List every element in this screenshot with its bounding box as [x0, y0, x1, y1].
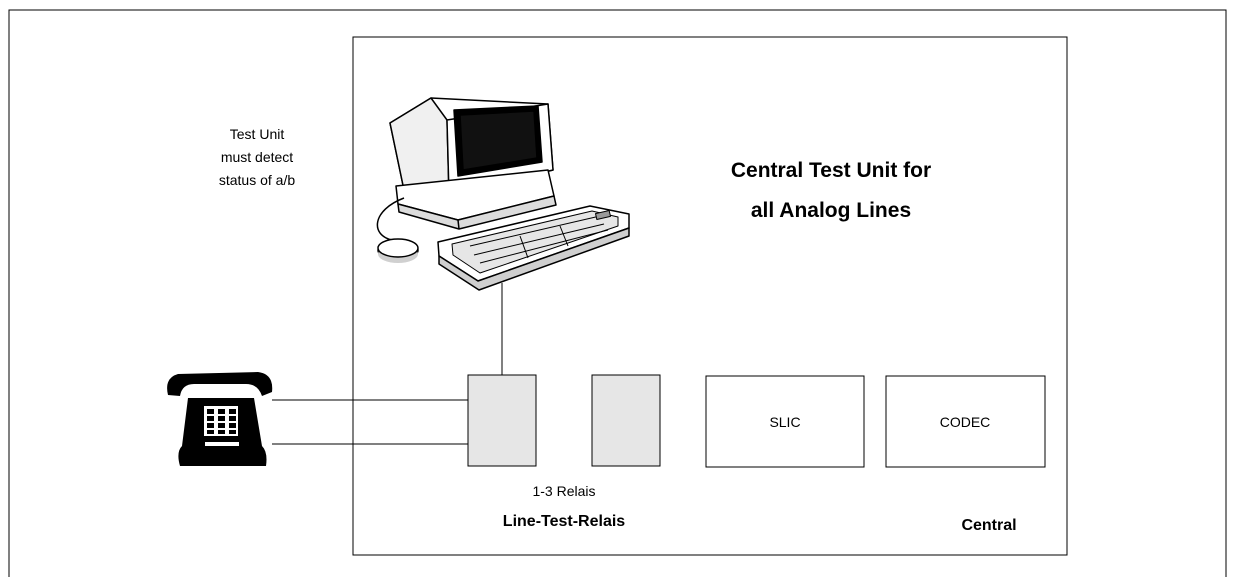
codec-label: CODEC: [940, 414, 991, 430]
slic-label: SLIC: [769, 414, 800, 430]
central-title: Central Test Unit for all Analog Lines: [731, 159, 931, 222]
relay-1: [467, 374, 537, 467]
relay-2: [591, 374, 661, 467]
codec-block: [885, 375, 1046, 468]
computer-icon: [376, 97, 630, 291]
test-unit-note: Test Unit must detect status of a/b: [219, 126, 295, 188]
relay-title: Line-Test-Relais: [503, 513, 626, 530]
note-line-1: Test Unit: [230, 126, 285, 142]
relay-caption: 1-3 Relais: [532, 483, 595, 499]
slic-block: [705, 375, 865, 468]
outer-frame: [8, 9, 1227, 577]
telephone-icon: [167, 372, 273, 466]
central-title-line-2: all Analog Lines: [751, 199, 911, 222]
central-title-line-1: Central Test Unit for: [731, 159, 931, 182]
central-label: Central: [961, 517, 1016, 534]
note-line-3: status of a/b: [219, 172, 295, 188]
central-box: [352, 36, 1068, 556]
note-line-2: must detect: [221, 149, 293, 165]
